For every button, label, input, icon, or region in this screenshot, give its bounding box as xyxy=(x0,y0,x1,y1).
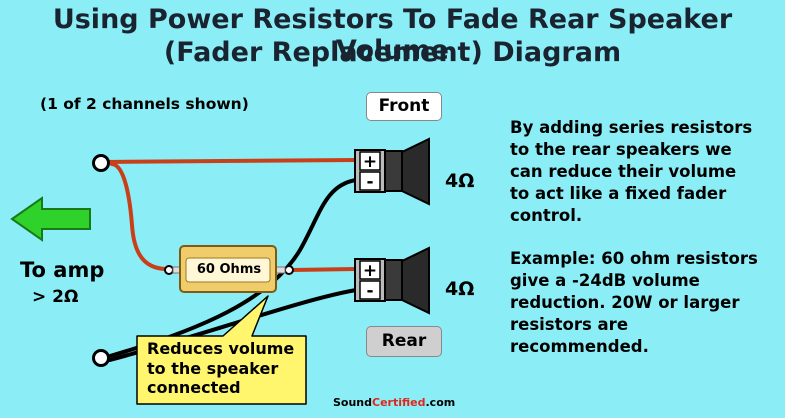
front-positive-sign: + xyxy=(363,152,377,172)
resistor xyxy=(164,245,294,293)
rear-speaker: + - xyxy=(354,246,430,315)
rear-negative-sign: - xyxy=(366,281,373,301)
resistor-label-plate xyxy=(185,257,271,283)
front-label: Front xyxy=(366,92,442,121)
front-speaker-cone-icon xyxy=(401,137,430,206)
channels-note: (1 of 2 channels shown) xyxy=(40,95,249,113)
rear-speaker-magnet xyxy=(384,259,403,301)
callout-box xyxy=(136,295,307,405)
callout-text: Reduces volume to the speaker connected xyxy=(147,339,295,397)
positive-wires xyxy=(101,158,358,272)
to-amp-arrow-icon xyxy=(10,196,91,242)
resistor-lead-left xyxy=(164,265,174,275)
amp-negative-terminal xyxy=(92,349,110,367)
rear-positive-sign: + xyxy=(363,261,377,281)
amp-min-impedance: > 2Ω xyxy=(32,287,79,307)
resistor-lead-right xyxy=(284,265,294,275)
negative-wire-front xyxy=(108,178,358,358)
front-negative-sign: - xyxy=(366,172,373,192)
amp-label: To amp xyxy=(20,258,105,282)
positive-wire-front xyxy=(101,158,358,164)
title-line-1: Using Power Resistors To Fade Rear Speak… xyxy=(52,4,733,66)
resistor-value-label: 60 Ohms xyxy=(196,262,262,277)
brand-part-3: .com xyxy=(425,396,456,409)
brand-part-2: Certified xyxy=(372,396,426,409)
rear-speaker-cone-icon xyxy=(401,246,430,315)
example-text: Example: 60 ohm resistors give a -24dB v… xyxy=(510,249,758,356)
brand-logo: SoundCertified.com xyxy=(333,396,455,409)
title-line-2: (Fader Replacement) Diagram xyxy=(163,37,622,68)
rear-positive-box xyxy=(359,260,381,280)
front-impedance: 4Ω xyxy=(445,170,475,192)
front-speaker: + - xyxy=(354,137,430,206)
positive-wire-resistor-to-rear xyxy=(290,267,358,272)
rear-label: Rear xyxy=(366,326,442,357)
rear-negative-box xyxy=(359,280,381,300)
positive-wire-to-resistor xyxy=(110,162,167,271)
amp-positive-terminal xyxy=(92,154,110,172)
rear-impedance: 4Ω xyxy=(445,278,475,300)
brand-part-1: Sound xyxy=(333,396,373,409)
description-text: By adding series resistors to the rear s… xyxy=(510,118,753,225)
front-negative-box xyxy=(359,171,381,191)
front-speaker-magnet xyxy=(384,150,403,192)
front-positive-box xyxy=(359,151,381,171)
